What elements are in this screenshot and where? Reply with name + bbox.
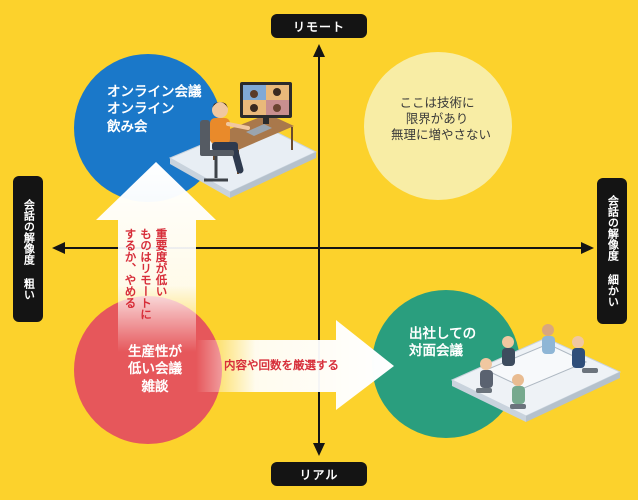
axis-arrowhead-bottom <box>313 443 325 456</box>
low-productivity-line-2: 低い会議 <box>128 361 182 378</box>
tech-limit-text: ここは技術に 限界があり 無理に増やさない <box>391 95 492 143</box>
remote-worker-illustration <box>168 82 318 198</box>
arrow-up-line-2: ものはリモートに <box>139 228 154 320</box>
office-meetings-line-2: 対面会議 <box>409 343 463 360</box>
low-productivity-text: 生産性が 低い会議 雑談 <box>122 344 188 396</box>
arrow-right-label: 内容や回数を厳選する <box>224 358 339 372</box>
tech-limit-line-3: 無理に増やさない <box>391 127 492 142</box>
low-productivity-line-1: 生産性が <box>128 344 182 360</box>
axis-label-fine: 会話の解像度 細かい <box>597 178 627 324</box>
online-meetings-text: オンライン会議 オンライン 飲み会 <box>107 84 202 136</box>
axis-label-real: リアル <box>271 462 367 486</box>
circle-tech-limit <box>364 52 512 200</box>
online-meetings-line-1: オンライン会議 <box>107 84 202 100</box>
axis-label-remote: リモート <box>271 14 367 38</box>
office-meeting-illustration <box>450 324 622 422</box>
low-productivity-line-3: 雑談 <box>141 378 169 395</box>
online-meetings-line-2: オンライン <box>107 101 175 118</box>
arrow-up <box>96 162 216 352</box>
tech-limit-line-1: ここは技術に <box>399 95 475 110</box>
online-meetings-line-3: 飲み会 <box>107 118 148 135</box>
office-meetings-line-1: 出社しての <box>409 326 477 342</box>
tech-limit-line-2: 限界があり <box>405 111 469 126</box>
axis-arrowhead-left <box>52 242 65 254</box>
arrow-up-line-3: するか、やめる <box>123 228 138 309</box>
arrow-up-label: 重要度が低い ものはリモートに するか、やめる <box>122 228 169 320</box>
arrow-right <box>196 320 394 410</box>
arrow-up-line-1: 重要度が低い <box>154 228 169 297</box>
office-meetings-text: 出社しての 対面会議 <box>409 326 476 361</box>
axis-arrowhead-right <box>581 242 594 254</box>
axis-arrowhead-top <box>313 44 325 57</box>
axis-label-coarse: 会話の解像度 粗い <box>13 176 43 322</box>
